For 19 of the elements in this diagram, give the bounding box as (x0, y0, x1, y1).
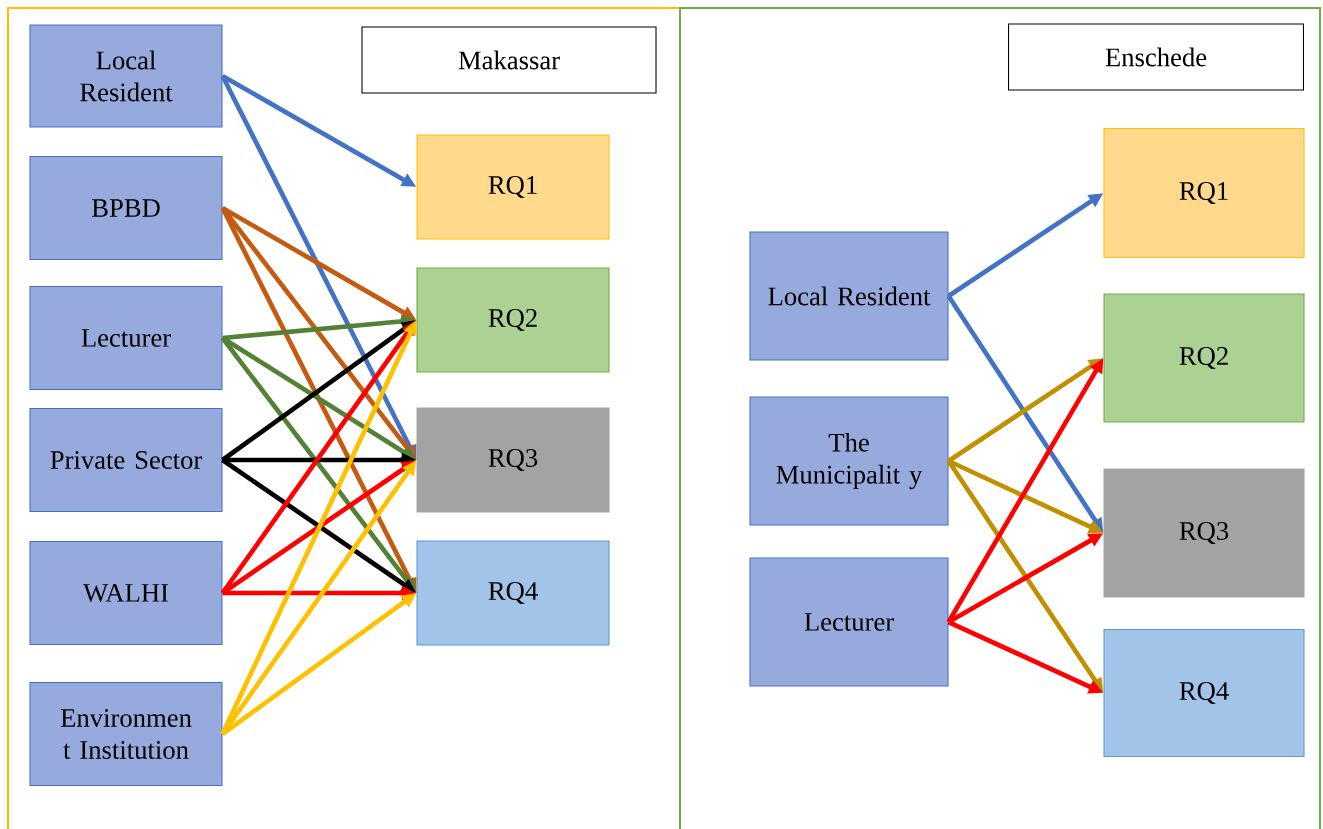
stakeholder-box: The Municipalit y (749, 396, 949, 526)
stakeholder-box: Local Resident (29, 24, 223, 128)
stakeholder-box: Lecturer (29, 286, 223, 390)
research-question-box: RQ3 (1103, 468, 1305, 598)
stakeholder-box: Lecturer (749, 557, 949, 687)
stakeholder-box: Environmen t Institution (29, 682, 223, 786)
title-box: Enschede (1008, 23, 1304, 91)
research-question-box: RQ4 (416, 540, 610, 646)
stakeholder-box: WALHI (29, 541, 223, 645)
research-question-box: RQ4 (1103, 629, 1305, 757)
research-question-box: RQ2 (1103, 293, 1305, 423)
research-question-box: RQ1 (1103, 127, 1305, 259)
title-box: Makassar (361, 26, 657, 94)
stakeholder-box: BPBD (29, 156, 223, 260)
stakeholder-box: Private Sector (29, 408, 223, 512)
research-question-box: RQ2 (416, 267, 610, 373)
research-question-box: RQ1 (416, 134, 610, 240)
research-question-box: RQ3 (416, 407, 610, 513)
stakeholder-box: Local Resident (749, 231, 949, 361)
